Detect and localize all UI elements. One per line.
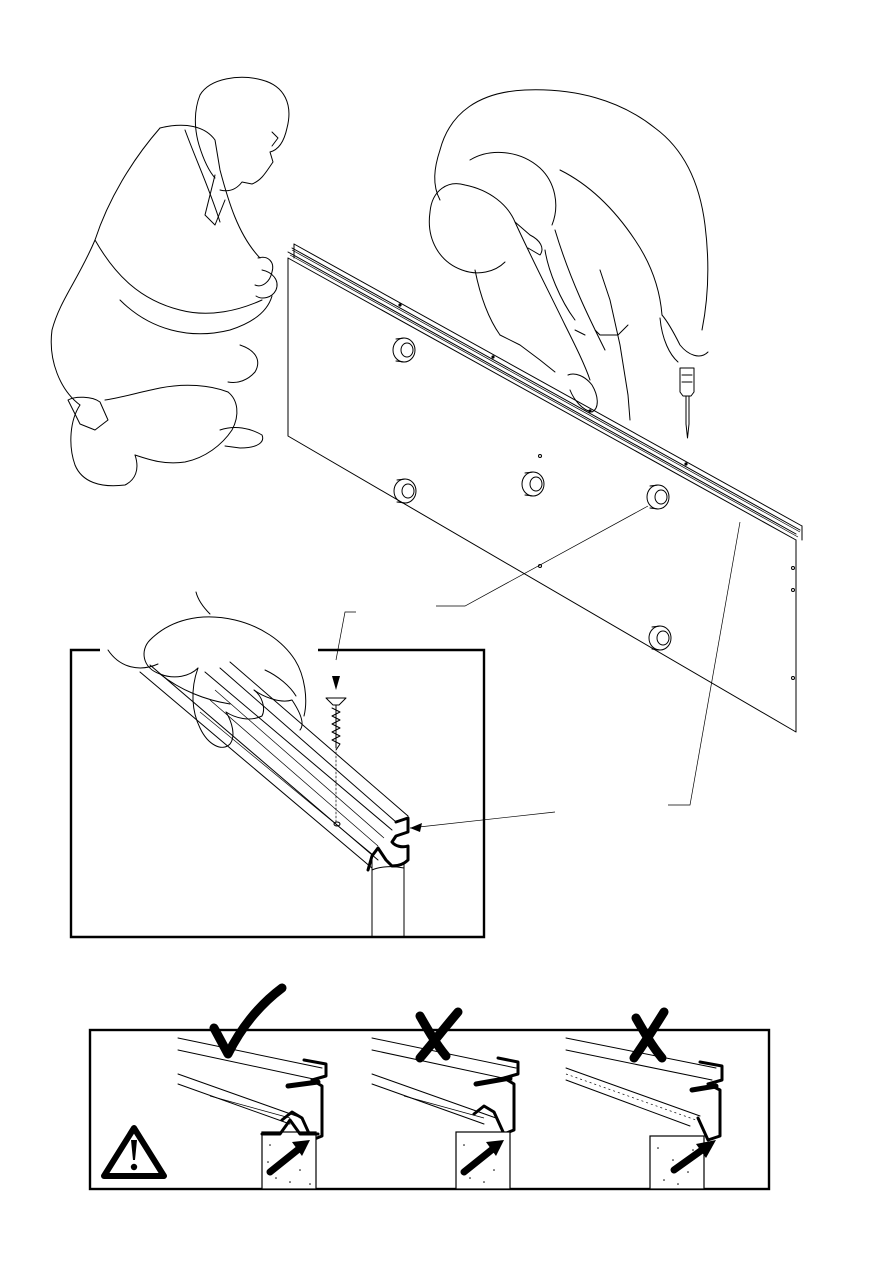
warning-panel-correct <box>178 988 326 1189</box>
detail-inset <box>71 592 484 937</box>
warning-panel-wrong-2 <box>566 1012 722 1189</box>
screw-leader-arrowhead <box>332 676 340 690</box>
warning-panel-wrong-1 <box>372 1012 518 1189</box>
rail-profile <box>178 1038 326 1189</box>
leader-lines <box>336 506 740 828</box>
top-rail <box>288 244 802 540</box>
main-scene <box>51 77 802 828</box>
foot <box>394 479 416 503</box>
hand <box>108 592 306 747</box>
warning-strip <box>90 988 769 1189</box>
foot <box>393 338 415 362</box>
cross-mark-icon <box>634 1012 664 1058</box>
standing-fitter-figure <box>429 90 708 420</box>
back-panel <box>288 258 796 732</box>
rail-leader-arrowhead <box>410 823 422 832</box>
inset-rail <box>140 662 408 937</box>
screwdriver-icon <box>680 368 694 438</box>
kneeling-fitter-figure <box>51 77 289 485</box>
cross-mark-icon <box>420 1012 458 1058</box>
check-mark-icon <box>214 988 282 1054</box>
foot <box>649 626 671 650</box>
foot <box>522 472 544 496</box>
warning-triangle-icon <box>104 1128 164 1176</box>
foot <box>647 485 669 509</box>
